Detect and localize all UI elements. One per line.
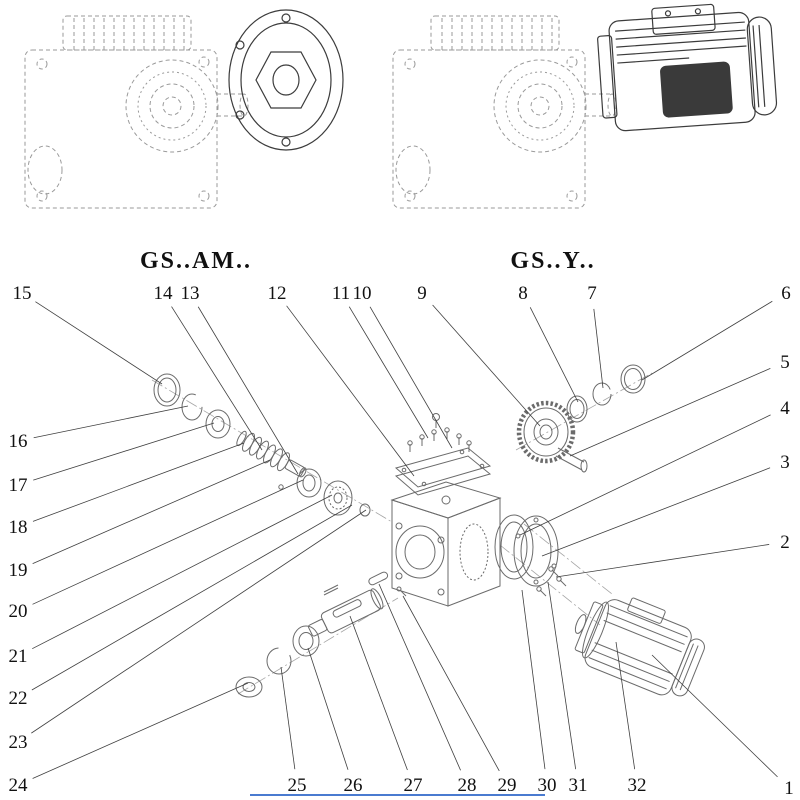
part-number-1: 1: [784, 778, 794, 799]
leader-line-21: [32, 494, 333, 650]
leader-line-4: [519, 414, 771, 536]
part-number-32: 32: [628, 775, 647, 796]
leader-line-3: [541, 467, 771, 557]
leader-line-7: [593, 308, 604, 389]
part-number-20: 20: [9, 601, 28, 622]
part-number-26: 26: [344, 775, 363, 796]
part-number-2: 2: [780, 532, 790, 553]
leader-line-32: [615, 641, 636, 770]
leader-line-20: [32, 479, 304, 605]
part-set-pin: [278, 484, 284, 490]
leader-line-12: [286, 305, 415, 477]
part-number-11: 11: [332, 283, 350, 304]
part-number-24: 24: [9, 775, 29, 796]
leader-line-30: [521, 589, 546, 770]
gearbox-am-housing-drawing: [24, 15, 249, 209]
part-output-gear: [516, 400, 576, 464]
leader-line-14: [171, 306, 263, 451]
variant-label-am: GS..AM..: [140, 248, 252, 274]
part-number-19: 19: [9, 560, 28, 581]
part-number-3: 3: [780, 452, 790, 473]
part-number-9: 9: [417, 283, 427, 304]
motor-y-drawing: [597, 3, 778, 132]
part-output-washer: [235, 676, 263, 698]
part-number-27: 27: [404, 775, 423, 796]
part-worm-shaft: [236, 430, 307, 478]
leader-line-8: [529, 307, 579, 403]
leader-line-18: [32, 442, 245, 522]
leader-line-13: [197, 306, 299, 475]
part-input-pinion: [555, 447, 588, 473]
part-number-31: 31: [569, 775, 588, 796]
leader-line-28: [378, 583, 461, 771]
part-flange-bolts: [536, 566, 567, 597]
leader-line-11: [348, 306, 429, 439]
variant-label-y: GS..Y..: [510, 248, 595, 274]
part-number-10: 10: [353, 283, 372, 304]
part-gear-circlip: [592, 382, 612, 406]
leader-line-1: [651, 654, 778, 778]
part-number-12: 12: [268, 283, 287, 304]
part-pin: [323, 584, 339, 596]
part-number-21: 21: [9, 646, 28, 667]
leader-line-9: [432, 304, 541, 427]
leader-line-5: [569, 368, 771, 457]
part-number-6: 6: [781, 283, 791, 304]
part-number-17: 17: [9, 475, 28, 496]
part-input-seal: [153, 373, 181, 407]
part-number-23: 23: [9, 732, 28, 753]
part-number-4: 4: [780, 398, 790, 419]
leader-line-31: [547, 581, 577, 770]
part-flange-cover: [513, 515, 559, 587]
leader-line-2: [555, 544, 770, 578]
leader-line-15: [35, 301, 163, 385]
part-housing: [390, 481, 502, 607]
part-small-ring: [359, 503, 371, 517]
leader-line-25: [280, 666, 296, 770]
part-number-15: 15: [13, 283, 32, 304]
page-footer-line: [250, 794, 545, 796]
leader-line-23: [31, 509, 367, 734]
part-number-8: 8: [518, 283, 528, 304]
leader-line-29: [402, 595, 500, 772]
part-number-25: 25: [288, 775, 307, 796]
leader-line-17: [33, 422, 215, 481]
gearbox-y-housing-drawing: [392, 15, 617, 209]
leader-line-22: [31, 504, 353, 691]
part-gear-ring: [620, 364, 646, 394]
part-number-28: 28: [458, 775, 477, 796]
part-output-shaft: [307, 588, 384, 637]
part-number-16: 16: [9, 431, 28, 452]
leader-line-10: [369, 306, 453, 449]
part-flange-gasket: [494, 514, 534, 580]
part-output-bearing: [292, 625, 320, 657]
axis-lines: [151, 372, 653, 695]
part-top-cover: [394, 447, 492, 496]
leader-line-27: [349, 615, 408, 771]
part-output-circlip: [266, 647, 292, 675]
part-number-7: 7: [587, 283, 597, 304]
part-screw: [396, 586, 407, 597]
part-number-14: 14: [154, 283, 174, 304]
part-washer-disc: [323, 480, 353, 516]
part-motor: [574, 597, 705, 697]
part-number-13: 13: [181, 283, 200, 304]
leader-line-6: [641, 300, 773, 381]
leader-line-24: [32, 682, 249, 779]
part-number-29: 29: [498, 775, 517, 796]
part-number-5: 5: [780, 352, 790, 373]
flange-drawing: [228, 9, 344, 151]
part-number-18: 18: [9, 517, 28, 538]
part-number-30: 30: [538, 775, 557, 796]
part-cover-bolts: [407, 427, 472, 452]
part-number-22: 22: [9, 688, 28, 709]
leader-line-19: [32, 459, 271, 564]
part-output-key: [368, 571, 389, 586]
leader-line-26: [307, 647, 349, 770]
leader-line-16: [33, 405, 189, 439]
